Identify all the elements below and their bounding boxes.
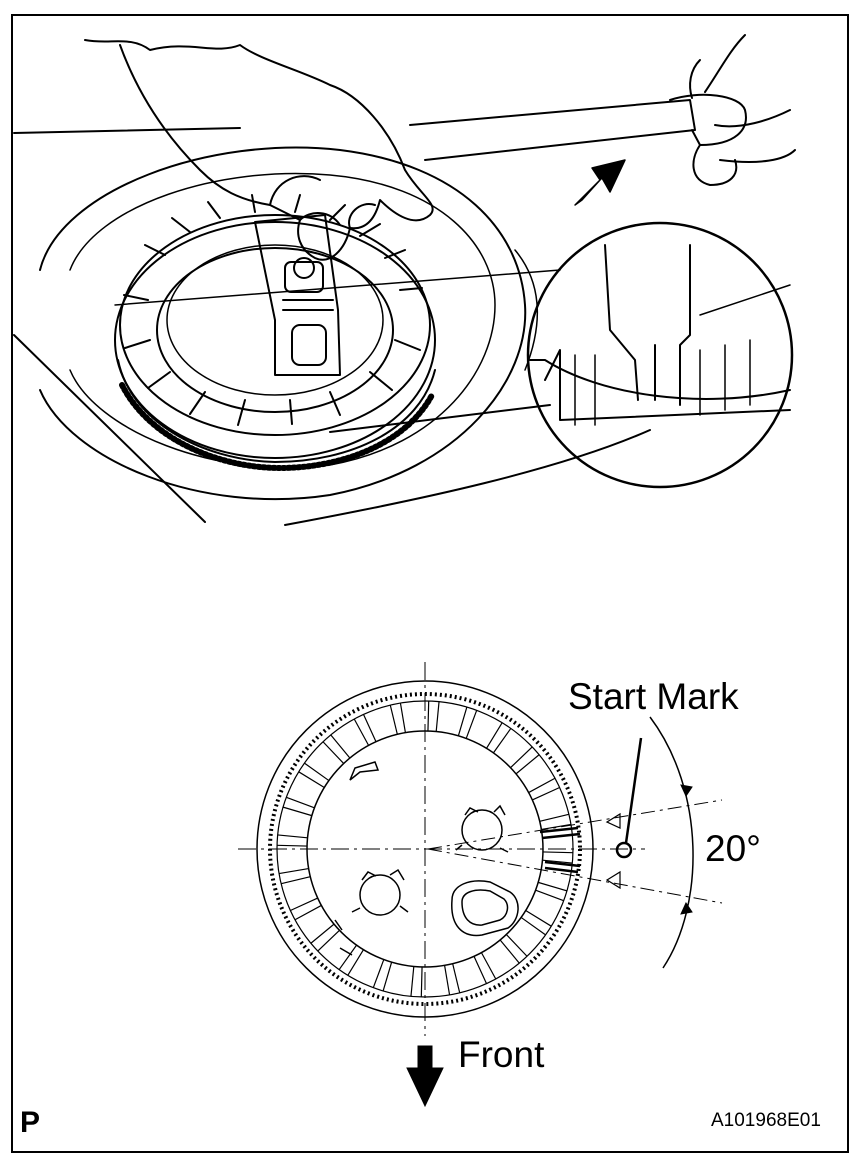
pump-features — [334, 761, 519, 956]
ring-rib — [510, 746, 533, 769]
retainer-ring — [114, 194, 436, 471]
ring-rib — [435, 701, 440, 732]
ring-rib — [427, 701, 430, 732]
ring-rib — [347, 949, 364, 976]
lower-alignment-pointer-icon — [605, 870, 621, 890]
ring-rib — [486, 722, 503, 749]
ring-rib — [473, 956, 488, 984]
ring-reference-slots — [539, 826, 581, 874]
ring-rib — [480, 952, 497, 980]
start-mark-circle-icon — [615, 841, 633, 859]
removal-illustration — [13, 34, 796, 526]
ring-rib — [286, 796, 315, 809]
ring-rib — [362, 714, 377, 742]
ring-rib — [410, 966, 415, 997]
ring-rib — [338, 944, 358, 970]
ring-rib — [542, 859, 573, 864]
start-mark-leader — [624, 737, 643, 844]
front-label: Front — [458, 1034, 545, 1075]
ring-rib — [322, 741, 345, 764]
ring-rib — [277, 844, 308, 847]
ring-rib — [389, 704, 398, 735]
ring-rib — [298, 771, 325, 788]
figure-border — [11, 14, 849, 1153]
ring-rib — [277, 834, 308, 839]
front-arrow-icon — [406, 1045, 444, 1108]
ring-rib — [528, 777, 556, 794]
ring-rib — [541, 823, 572, 831]
ring-rib — [539, 813, 570, 822]
ring-rib — [280, 876, 311, 885]
ring-rib — [420, 966, 423, 997]
ring-rib — [520, 916, 546, 936]
left-hand — [84, 39, 434, 261]
ring-rib — [282, 806, 312, 817]
ring-rib — [317, 929, 340, 952]
ring-rib — [465, 710, 478, 739]
ring-rib — [399, 702, 407, 733]
wrench-handle — [409, 34, 796, 186]
ring-ribs — [277, 701, 573, 997]
ring-rib — [515, 754, 540, 775]
ring-rib — [310, 923, 335, 944]
special-service-tool — [254, 214, 341, 376]
upper-alignment-pointer-icon — [605, 812, 621, 829]
ring-rib — [382, 962, 393, 992]
ring-rib — [372, 959, 385, 988]
ring-rib — [535, 889, 564, 902]
ring-rib — [353, 718, 370, 746]
ring-rib — [457, 706, 468, 736]
ring-outer-edge — [256, 680, 594, 1018]
panel-letter: P — [20, 1106, 41, 1139]
ring-rib — [290, 897, 318, 912]
figure-id: A101968E01 — [711, 1110, 821, 1131]
ring-rib — [294, 904, 322, 921]
gear-teeth — [268, 692, 582, 1006]
ring-rib — [452, 963, 461, 994]
ring-rib — [542, 851, 573, 854]
angle-label: 20° — [705, 828, 761, 869]
ring-rib — [443, 965, 451, 996]
detail-magnifier — [526, 221, 794, 489]
ring-rib — [505, 934, 528, 957]
ring-rib — [304, 762, 330, 782]
ring-alignment-diagram — [238, 662, 723, 1108]
ring-rib — [525, 910, 552, 927]
ring-rib — [532, 786, 560, 801]
ring-inner-edge — [306, 730, 544, 968]
ring-rib — [492, 728, 512, 754]
ring-rib — [499, 939, 520, 964]
angle-dimension-arc — [649, 716, 694, 969]
start-mark-label: Start Mark — [568, 676, 739, 717]
ring-rib — [538, 881, 568, 892]
ring-rib — [330, 734, 351, 759]
ring-rib — [278, 867, 309, 875]
rotation-arrow-icon — [574, 159, 626, 206]
